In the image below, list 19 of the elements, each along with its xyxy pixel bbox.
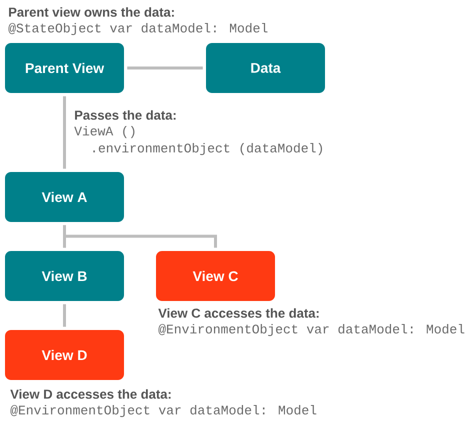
note-heading: View D accesses the data: [10, 389, 171, 399]
connector-line [63, 225, 217, 248]
view-box: Parent View [5, 43, 124, 93]
code-line: @EnvironmentObject var dataModel: Model [158, 324, 464, 336]
view-box: View D [5, 330, 124, 380]
view-box: View C [156, 251, 275, 301]
connector-line [63, 304, 66, 327]
note-heading: View C accesses the data: [158, 308, 319, 318]
view-box: View A [5, 172, 124, 222]
connector-line [63, 96, 66, 169]
code-line: @StateObject var dataModel: Model [8, 22, 268, 36]
code-line: @EnvironmentObject var dataModel: Model [10, 404, 316, 418]
connector-line [127, 66, 203, 70]
view-box: Data [206, 43, 325, 93]
view-box: View B [5, 251, 124, 301]
note-heading: Passes the data: [75, 110, 176, 120]
code-line: ViewA () [74, 126, 134, 138]
note-heading: Parent view owns the data: [9, 7, 174, 17]
code-line: .environmentObject (dataModel) [93, 142, 322, 156]
